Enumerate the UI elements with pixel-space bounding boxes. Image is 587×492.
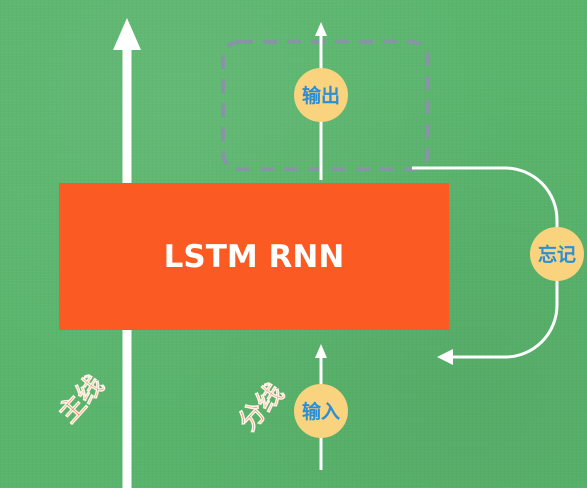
input-node-label: 输入 (302, 400, 340, 423)
output-arrowhead-icon (315, 22, 327, 36)
forget-loop-arrowhead-icon (437, 349, 453, 365)
lstm-rnn-label: LSTM RNN (164, 239, 345, 275)
input-node (294, 384, 348, 438)
forget-node-label: 忘记 (538, 243, 576, 266)
main-line-label: 主线 (53, 370, 110, 429)
output-node-label: 输出 (302, 84, 340, 107)
output-node (294, 68, 348, 122)
input-arrowhead-icon (315, 344, 327, 358)
output-dashed-box (221, 40, 430, 171)
main-line-arrowhead-icon (113, 18, 141, 50)
lstm-rnn-block (59, 183, 449, 330)
branch-line-label: 分线 (233, 378, 290, 437)
forget-node (530, 227, 584, 281)
